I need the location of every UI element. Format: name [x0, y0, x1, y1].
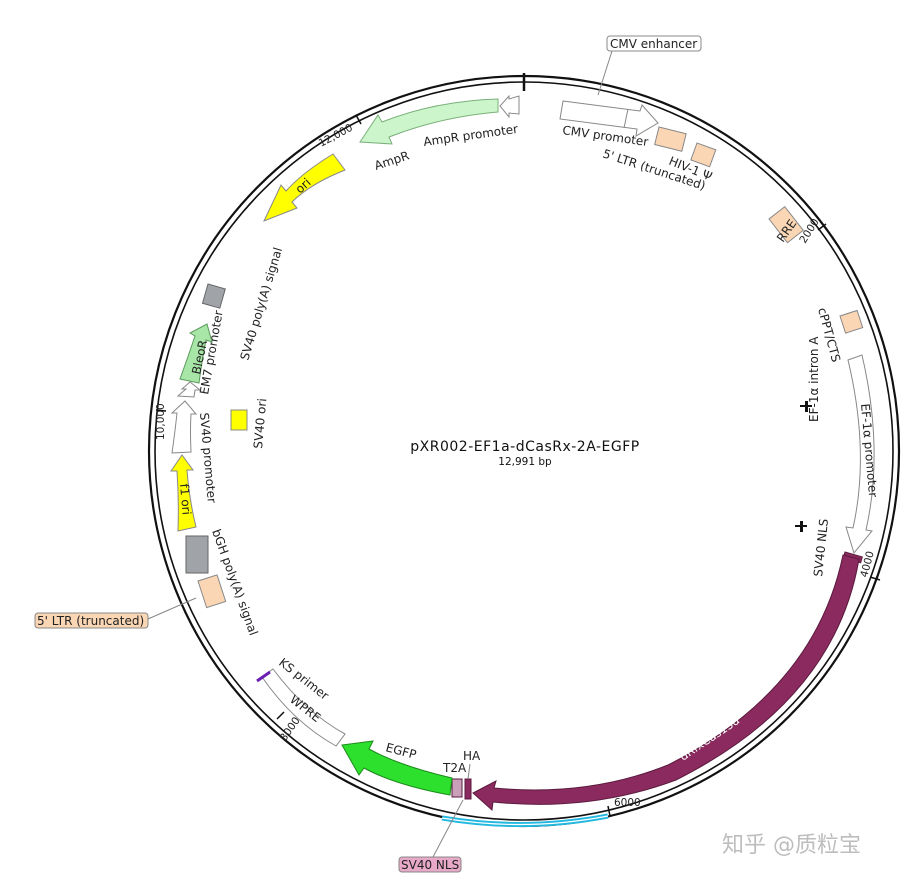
cmv-promoter-divider — [623, 108, 629, 129]
ha-label: HA — [463, 749, 481, 763]
f1ori-arrow[interactable] — [170, 454, 197, 532]
bgh-box[interactable] — [185, 535, 209, 574]
ampr-promoter-arrow[interactable] — [499, 94, 520, 119]
cmv-enhancer-leader — [597, 50, 613, 96]
plasmid-name: pXR002-EF1a-dCasRx-2A-EGFP — [410, 439, 639, 455]
ltr5-left-label: 5' LTR (truncated) — [37, 614, 144, 628]
ef1a-intron-line — [804, 406, 806, 530]
sv40-nls-bottom-box[interactable] — [398, 856, 462, 873]
sv40-polya-label: SV40 poly(A) signal — [237, 246, 285, 362]
cmv-promoter-arrow[interactable] — [559, 100, 659, 137]
tick-6000: 6000 — [614, 797, 641, 809]
sv40-nls-bottom-leader — [432, 799, 464, 858]
tick-4000: 4000 — [858, 550, 877, 579]
sv40-nls-bottom-label: SV40 NLS — [401, 858, 459, 872]
tick-10000: 10,000 — [155, 403, 167, 440]
watermark: 知乎 @质粒宝 — [722, 833, 861, 858]
ks-primer-mark — [256, 670, 271, 683]
cppt-box[interactable] — [839, 309, 864, 334]
sv40-nls-right-label: SV40 NLS — [811, 518, 831, 577]
tick-12000-mark — [355, 114, 362, 125]
sv40-ori-label: SV40 ori — [251, 398, 269, 450]
tick-2000-mark — [817, 223, 827, 231]
cmv-enhancer-label: CMV enhancer — [610, 37, 697, 51]
plasmid-size: 12,991 bp — [498, 456, 552, 468]
sv40-polya-box[interactable] — [201, 283, 226, 309]
ori-arrow[interactable] — [263, 153, 346, 222]
ha-leader — [467, 763, 471, 780]
f1ori-label: f1 ori — [177, 483, 194, 515]
t2a-label: T2A — [442, 761, 467, 775]
ampr-promoter-label: AmpR promoter — [422, 122, 518, 149]
ltr5-left-box[interactable] — [34, 612, 149, 629]
tick-4000-mark — [869, 576, 881, 581]
ef1a-intron-label: EF-1α intron A — [807, 336, 821, 422]
hiv-psi-box[interactable] — [690, 142, 717, 168]
cyan-region-bar-inner — [441, 815, 609, 826]
ef1a-promoter-arrow[interactable] — [845, 354, 875, 555]
sv40-promoter-arrow[interactable] — [170, 400, 198, 454]
t2a-box[interactable] — [451, 778, 463, 798]
rre-box[interactable] — [768, 205, 804, 244]
bleor-arrow[interactable] — [179, 323, 213, 384]
ampr-arrow[interactable] — [359, 98, 499, 145]
sv40-ori-box[interactable] — [230, 409, 248, 431]
em7-promoter-arrow[interactable] — [176, 381, 202, 398]
drfxcas13d-arrow[interactable] — [472, 554, 860, 812]
ltr5-left-feature[interactable] — [197, 574, 227, 609]
tick-8000-mark — [276, 711, 285, 720]
ltr5-left-leader — [147, 597, 197, 620]
tick-6000-mark — [607, 805, 611, 817]
ampr-label: AmpR — [373, 148, 411, 172]
ltr5-top-box[interactable] — [654, 126, 687, 152]
ha-box[interactable] — [464, 778, 472, 800]
wpre-box[interactable] — [261, 668, 346, 747]
cmv-enhancer-box[interactable] — [606, 35, 702, 52]
egfp-arrow[interactable] — [341, 740, 453, 796]
tick-10000-mark — [155, 409, 167, 412]
sv40-promoter-label: SV40 promoter — [197, 412, 219, 504]
